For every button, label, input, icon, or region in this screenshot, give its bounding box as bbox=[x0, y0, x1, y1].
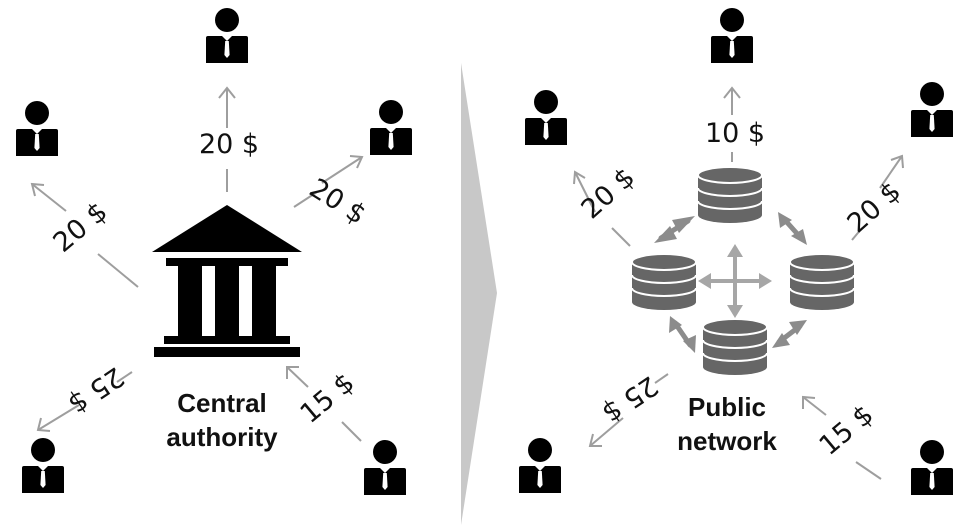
database-icon bbox=[702, 318, 768, 376]
person-icon bbox=[16, 101, 58, 156]
person-icon bbox=[22, 438, 64, 493]
public-network-label-line1: Public bbox=[688, 392, 766, 422]
amount-label: 20 $ bbox=[304, 173, 371, 231]
central-authority-label-line1: Central bbox=[177, 388, 267, 418]
panel-divider-chevron bbox=[461, 63, 497, 525]
right-panel: Public network 10 $ 20 $ 20 $ 25 $ 15 $ bbox=[519, 8, 953, 495]
bank-building-icon bbox=[152, 205, 302, 357]
amount-label: 10 $ bbox=[705, 118, 765, 149]
network-connections bbox=[654, 212, 807, 353]
database-icon bbox=[631, 253, 697, 311]
left-panel: Central authority 20 $ 20 $ 20 $ 25 $ 15… bbox=[16, 8, 412, 495]
flow-arrows bbox=[573, 86, 904, 480]
amount-label: 20 $ bbox=[576, 162, 641, 225]
amount-label: 15 $ bbox=[814, 399, 880, 461]
person-icon bbox=[911, 82, 953, 137]
amount-label: 25 $ bbox=[596, 369, 663, 428]
amount-label: 25 $ bbox=[62, 360, 129, 419]
person-icon bbox=[525, 90, 567, 145]
person-icon bbox=[364, 440, 406, 495]
person-icon bbox=[911, 440, 953, 495]
database-icon bbox=[697, 166, 763, 224]
person-icon bbox=[711, 8, 753, 63]
public-network-label-line2: network bbox=[677, 426, 777, 456]
central-authority-label-line2: authority bbox=[166, 422, 278, 452]
amount-label: 20 $ bbox=[199, 129, 259, 160]
person-icon bbox=[519, 438, 561, 493]
person-icon bbox=[370, 100, 412, 155]
four-way-arrow-icon bbox=[698, 244, 772, 318]
amount-label: 20 $ bbox=[842, 176, 907, 239]
amount-label: 15 $ bbox=[295, 367, 361, 429]
flow-arrows bbox=[30, 86, 364, 442]
database-icon bbox=[789, 253, 855, 311]
person-icon bbox=[206, 8, 248, 63]
amount-label: 20 $ bbox=[48, 196, 114, 258]
